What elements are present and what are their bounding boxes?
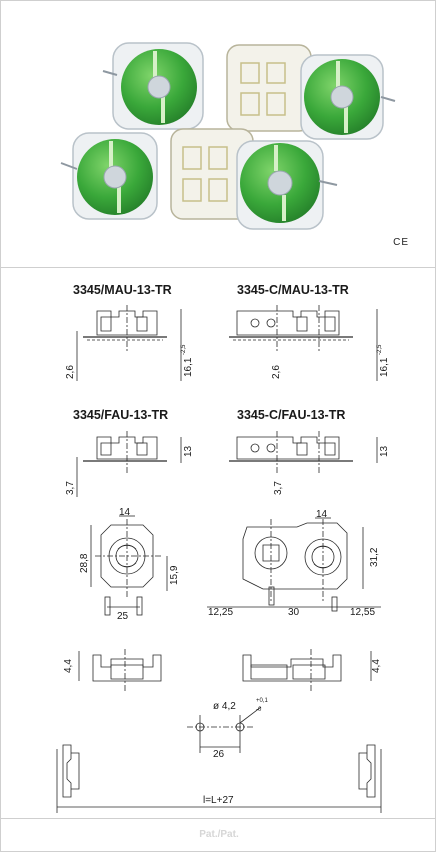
drawing-side-double: 4,4 bbox=[242, 649, 382, 691]
dim-c-spacing: 30 bbox=[288, 607, 300, 618]
patent-note: Pat./Pat. bbox=[199, 829, 239, 840]
dim-c-fau-height: 13 bbox=[379, 445, 390, 457]
drawing-fau-side: 3,7 13 bbox=[65, 431, 194, 497]
dim-c-top-height: 31,2 bbox=[369, 547, 380, 567]
footer: Pat./Pat. bbox=[1, 818, 436, 854]
drawing-top-single: 14 28,8 15,9 25 bbox=[79, 507, 180, 622]
dim-side-height-right: 4,4 bbox=[371, 659, 382, 673]
drawing-installation-length: l=L+27 bbox=[56, 744, 382, 813]
drawing-side-single: 4,4 bbox=[63, 649, 162, 691]
dim-c-right-offset: 12,55 bbox=[350, 607, 375, 618]
ce-mark: CE bbox=[393, 237, 409, 248]
lampholder-illustration bbox=[60, 42, 396, 230]
dim-c-fau-left: 3,7 bbox=[273, 481, 284, 495]
lampholder-double-bottom bbox=[170, 128, 338, 230]
dim-mau-height: 16,1 bbox=[183, 357, 194, 377]
dim-mau-tol: -2,5 bbox=[181, 344, 187, 355]
dim-side-height-left: 4,4 bbox=[63, 659, 74, 673]
dim-c-left-offset: 12,25 bbox=[208, 607, 233, 618]
dim-fau-height: 13 bbox=[183, 445, 194, 457]
dim-hole-tol-minus: -0 bbox=[256, 707, 262, 713]
dim-mau-left: 2,6 bbox=[65, 365, 76, 379]
drawing-c-mau-side: 2,6 16,1 -2,5 bbox=[229, 305, 390, 381]
drawing-mounting-holes: ø 4,2 +0,1 -0 26 bbox=[187, 698, 269, 760]
dim-c-mau-height: 16,1 bbox=[379, 357, 390, 377]
lampholder-single-bottom bbox=[60, 132, 158, 220]
title-c-fau: 3345-C/FAU-13-TR bbox=[237, 408, 345, 422]
dim-top-pin-spacing: 25 bbox=[117, 611, 129, 622]
lampholder-double-top bbox=[226, 44, 396, 140]
dim-c-mau-tol: -2,5 bbox=[377, 344, 383, 355]
dim-top-height: 28,8 bbox=[79, 553, 90, 573]
dim-top-width: 14 bbox=[119, 507, 131, 518]
dim-fau-left: 3,7 bbox=[65, 481, 76, 495]
drawing-c-fau-side: 3,7 13 bbox=[229, 431, 390, 495]
drawing-mau-side: 2,6 16,1 -2,5 bbox=[65, 305, 194, 381]
dim-hole-tol-plus: +0,1 bbox=[256, 698, 269, 704]
product-photo: CE bbox=[1, 1, 436, 268]
title-c-mau: 3345-C/MAU-13-TR bbox=[237, 283, 349, 297]
lampholder-single-top bbox=[102, 42, 204, 130]
dim-total-length: l=L+27 bbox=[203, 795, 234, 806]
drawing-top-double: 14 31,2 12,25 30 12,55 bbox=[207, 509, 381, 618]
dim-c-mau-left: 2,6 bbox=[271, 365, 282, 379]
dim-hole-diameter: ø 4,2 bbox=[213, 701, 236, 712]
technical-drawings: 3345/MAU-13-TR 3345-C/MAU-13-TR 3345/FAU… bbox=[1, 268, 436, 818]
title-mau: 3345/MAU-13-TR bbox=[73, 283, 172, 297]
dim-hole-spacing: 26 bbox=[213, 749, 225, 760]
dim-c-top-width: 14 bbox=[316, 509, 328, 520]
dim-top-pin-height: 15,9 bbox=[169, 565, 180, 585]
title-fau: 3345/FAU-13-TR bbox=[73, 408, 168, 422]
